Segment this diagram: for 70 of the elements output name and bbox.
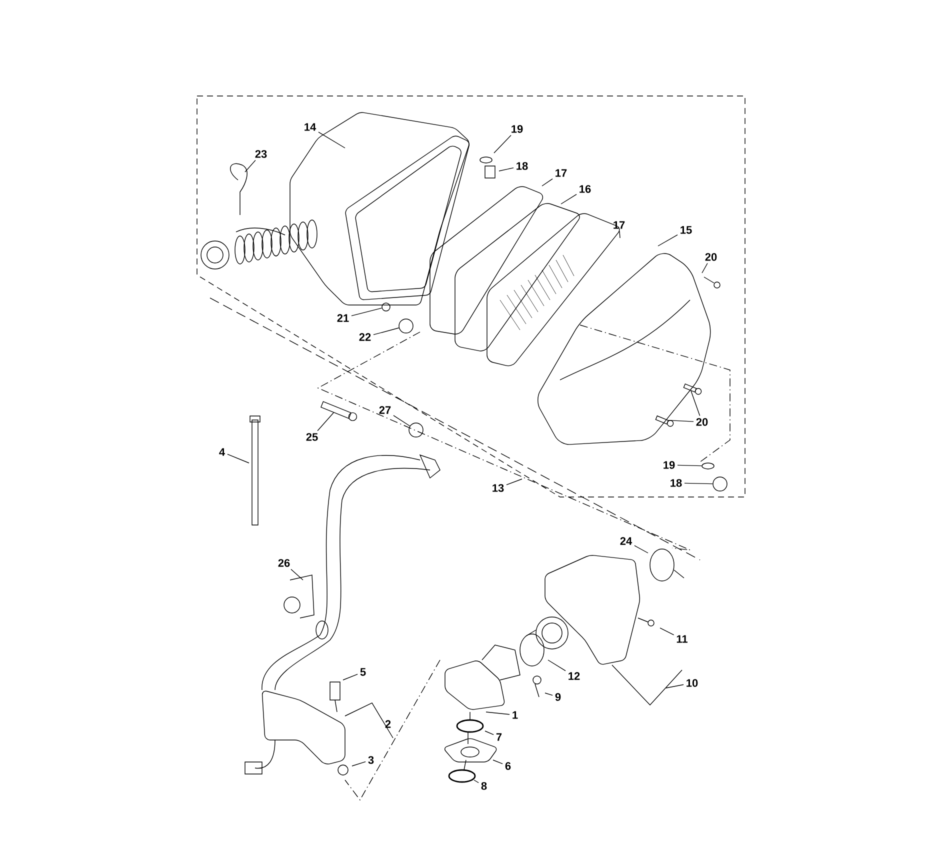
callout-number: 25: [306, 433, 318, 441]
leader-line: [498, 167, 514, 172]
leader-line: [542, 178, 553, 186]
callout-number: 21: [337, 314, 349, 322]
leader-line: [548, 660, 566, 672]
leader-line: [677, 464, 702, 466]
callout-number: 20: [696, 418, 708, 426]
leader-line: [660, 628, 674, 636]
leader-line: [373, 328, 400, 336]
leader-line: [344, 702, 394, 738]
leader-line: [486, 712, 510, 715]
leader-line: [612, 664, 684, 706]
callout-number: 22: [359, 333, 371, 341]
callout-number: 2: [385, 720, 391, 728]
leader-line: [474, 780, 479, 784]
callout-number: 24: [620, 537, 632, 545]
leader-line: [506, 478, 522, 486]
screw: [683, 383, 702, 395]
callout-number: 17: [614, 221, 625, 229]
callout-number: 7: [496, 733, 502, 741]
callout-number: 3: [368, 756, 374, 764]
callout-number: 11: [676, 635, 688, 643]
bolt: [320, 401, 358, 422]
callout-number: 20: [705, 253, 717, 261]
leader-line: [317, 412, 334, 432]
callout-number: 17: [556, 169, 567, 177]
callout-number: 10: [686, 679, 698, 687]
leader-line: [494, 134, 512, 154]
callout-number: 15: [680, 226, 692, 234]
callout-number: 13: [492, 484, 504, 492]
callout-number: 1: [512, 711, 518, 719]
callout-number: 12: [568, 672, 580, 680]
leader-line: [351, 308, 382, 316]
leader-line: [227, 454, 250, 464]
callout-number: 8: [481, 782, 487, 790]
callout-number: 16: [580, 185, 591, 193]
callout-number: 4: [219, 448, 225, 456]
callout-number: 26: [278, 559, 290, 567]
screw: [655, 415, 674, 427]
round-part: [408, 422, 424, 438]
round-part: [398, 318, 414, 334]
leader-line: [668, 420, 694, 422]
callout-number: 23: [255, 150, 267, 158]
callout-number: 18: [516, 162, 528, 170]
leader-line: [702, 262, 708, 274]
leader-line: [393, 415, 410, 426]
leader-line: [318, 132, 346, 148]
leader-line: [544, 692, 553, 696]
callout-number: 27: [379, 406, 391, 414]
leader-line: [352, 761, 366, 766]
hose-clip: [702, 462, 714, 470]
leader-line: [684, 482, 713, 484]
round-part: [382, 302, 390, 312]
callout-number: 9: [555, 693, 561, 701]
callout-number: 18: [670, 479, 682, 487]
leader-line: [634, 545, 648, 554]
leader-line: [244, 160, 256, 172]
callout-number: 14: [304, 123, 316, 131]
callout-number: 19: [664, 461, 675, 469]
leader-line: [560, 194, 577, 204]
leader-line: [492, 760, 503, 764]
leader-line: [658, 234, 678, 246]
leader-line: [484, 730, 494, 736]
round-part: [712, 476, 728, 492]
callout-number: 5: [360, 668, 366, 676]
leader-line: [290, 568, 304, 580]
callout-number: 6: [505, 762, 511, 770]
callout-number: 19: [512, 125, 523, 133]
leader-line: [342, 674, 358, 680]
leader-line: [619, 230, 620, 238]
